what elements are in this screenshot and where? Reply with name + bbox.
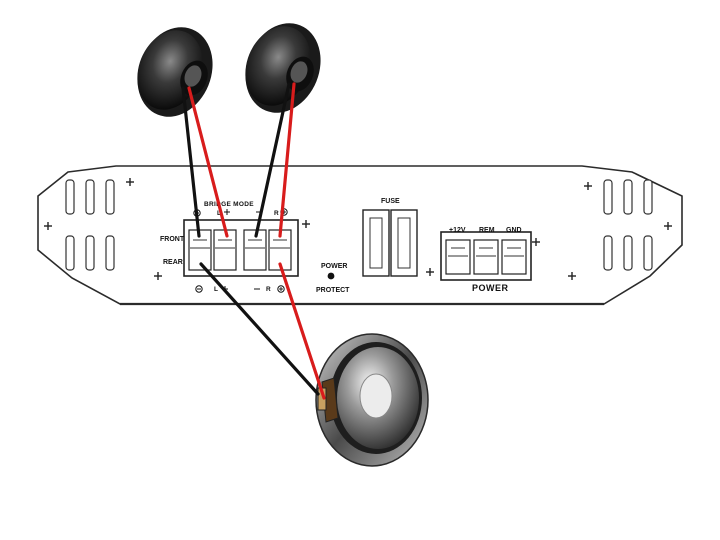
bottom-minus-left-icon [195,285,203,293]
speaker-wires [181,82,326,400]
bridge-mode-label: BRIDGE MODE [204,201,254,208]
gnd-label: GND [506,227,522,234]
power-led-label: POWER [321,263,347,270]
right-speaker-positive-wire [278,82,296,238]
rem-terminal[interactable] [473,239,499,275]
amplifier-body [37,165,683,306]
power-section-label: POWER [472,283,509,293]
mounting-screws [44,178,672,280]
left-vent-slots [65,179,115,271]
speaker-terminal-block: BRIDGE MODE L R FRONT REAR L [160,201,299,293]
power-protect-indicator: POWER PROTECT [316,263,350,294]
bridge-bottom-right-label: R [266,286,271,293]
plus12v-label: +12V [449,227,466,234]
rem-label: REM [479,227,495,234]
rear-label: REAR [163,259,183,266]
bottom-plus-right-icon [277,285,285,293]
plus12v-terminal[interactable] [445,239,471,275]
protect-led-label: PROTECT [316,287,350,294]
left-speaker-positive-wire [187,86,229,238]
bridge-top-left-label: L [217,210,221,217]
subwoofer-icon [315,333,429,467]
right-speaker-negative-wire [254,82,291,238]
subwoofer-negative-wire [199,262,320,396]
gnd-terminal[interactable] [501,239,527,275]
left-speaker-negative-wire [181,86,201,238]
bridge-top-right-label: R [274,210,279,217]
fuse-label: FUSE [381,198,400,205]
plus-symbol-icon [224,209,230,215]
front-label: FRONT [160,236,185,243]
fuse-section: FUSE [362,198,418,277]
status-led-icon [327,272,335,280]
bridge-bottom-left-label: L [214,286,218,293]
power-terminal-block: +12V REM GND POWER [440,227,532,293]
speaker-left-icon [137,27,213,117]
subwoofer-positive-wire [278,262,326,400]
right-vent-slots [603,179,653,271]
